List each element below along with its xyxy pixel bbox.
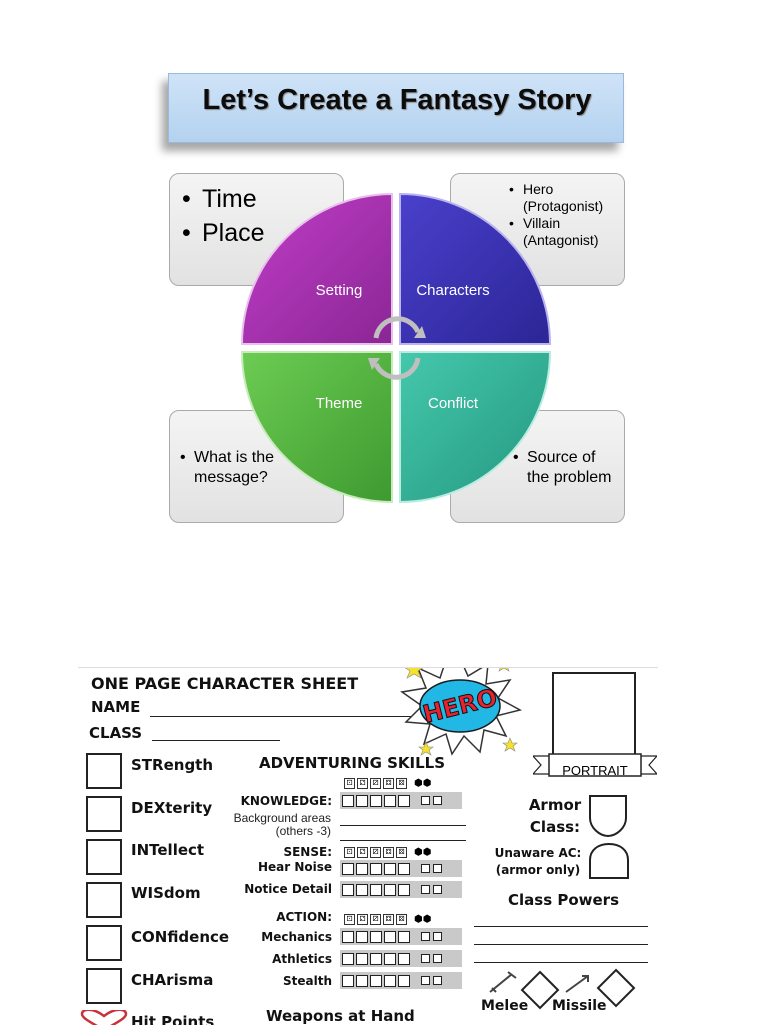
- melee-label: Melee: [481, 998, 529, 1014]
- stat-label-int: INTellect: [131, 841, 205, 859]
- armor-class-label: Armor Class:: [528, 796, 582, 836]
- class-power-field-3[interactable]: [474, 962, 648, 963]
- stealth-boxes[interactable]: [340, 972, 462, 989]
- story-circle: Setting Characters Theme Conflict: [240, 192, 552, 504]
- class-powers-title: Class Powers: [508, 891, 620, 909]
- setting-item: Place: [182, 216, 265, 250]
- portrait-ribbon: [533, 753, 657, 777]
- stat-label-con: CONfidence: [131, 928, 230, 946]
- stat-label-str: STRength: [131, 756, 214, 774]
- diagram-title: Let’s Create a Fantasy Story: [202, 84, 592, 116]
- class-power-field-2[interactable]: [474, 944, 648, 945]
- conflict-item: Source of the problem: [513, 448, 613, 488]
- setting-item: Time: [182, 182, 265, 216]
- characters-item: Villain (Antagonist): [509, 215, 617, 249]
- knowledge-label: KNOWLEDGE:: [240, 794, 332, 808]
- knowledge-sub: Background areas (others -3): [233, 811, 331, 838]
- hear-noise-boxes[interactable]: [340, 860, 462, 877]
- class-label: CLASS: [89, 724, 143, 742]
- characters-list: Hero (Protagonist) Villain (Antagonist): [509, 181, 617, 249]
- setting-label: Setting: [316, 282, 363, 299]
- portrait-frame[interactable]: [552, 672, 636, 762]
- athletics-boxes[interactable]: [340, 950, 462, 967]
- class-field[interactable]: [152, 740, 280, 741]
- stat-box-wis[interactable]: [86, 882, 122, 918]
- dice-row: ⚀⚁⚂⚃⚄ ⬢⬢: [344, 846, 431, 858]
- missile-label: Missile: [552, 998, 607, 1014]
- stat-label-wis: WISdom: [131, 884, 201, 902]
- skills-title: ADVENTURING SKILLS: [259, 754, 446, 772]
- stat-label-dex: DEXterity: [131, 799, 213, 817]
- sense-item: Notice Detail: [244, 882, 332, 896]
- portrait-label: PORTRAIT: [562, 763, 628, 778]
- stat-label-cha: CHArisma: [131, 971, 214, 989]
- knowledge-boxes[interactable]: [340, 792, 462, 809]
- sheet-title: ONE PAGE CHARACTER SHEET: [91, 674, 359, 693]
- hero-badge-icon: HERO: [400, 668, 523, 756]
- characters-label: Characters: [416, 282, 489, 299]
- mechanics-boxes[interactable]: [340, 928, 462, 945]
- dice-row: ⚀⚁⚂⚃⚄ ⬢⬢: [344, 777, 431, 789]
- conflict-label: Conflict: [428, 395, 479, 412]
- missile-diamond[interactable]: [596, 968, 636, 1008]
- heart-icon: [80, 1010, 128, 1025]
- theme-item: What is the message?: [180, 448, 280, 488]
- weapons-title: Weapons at Hand: [266, 1007, 415, 1025]
- action-item: Athletics: [272, 952, 332, 966]
- arrow-icon: [565, 975, 589, 993]
- melee-diamond[interactable]: [520, 970, 560, 1010]
- characters-quadrant: [399, 192, 552, 345]
- action-item: Stealth: [282, 974, 332, 988]
- theme-list: What is the message?: [180, 448, 280, 488]
- cycle-arrowhead-icon: [414, 326, 426, 338]
- stat-box-int[interactable]: [86, 839, 122, 875]
- setting-list: Time Place: [182, 182, 265, 250]
- stat-box-dex[interactable]: [86, 796, 122, 832]
- conflict-list: Source of the problem: [513, 448, 613, 488]
- background-field-1[interactable]: [340, 825, 466, 826]
- stat-box-con[interactable]: [86, 925, 122, 961]
- cycle-arrowhead-icon: [368, 358, 380, 370]
- hit-points-label: Hit Points: [131, 1013, 215, 1025]
- stat-box-str[interactable]: [86, 753, 122, 789]
- theme-quadrant: [240, 351, 393, 504]
- unaware-shield-icon[interactable]: [588, 842, 630, 880]
- title-banner: Let’s Create a Fantasy Story: [168, 73, 624, 143]
- unaware-ac-label: Unaware AC: (armor only): [494, 846, 582, 877]
- notice-detail-boxes[interactable]: [340, 881, 462, 898]
- setting-quadrant: [240, 192, 393, 345]
- cycle-arrows-icon: [373, 316, 421, 380]
- theme-label: Theme: [316, 395, 363, 412]
- armor-shield-icon[interactable]: [588, 794, 628, 838]
- sense-item: Hear Noise: [257, 860, 332, 874]
- background-field-2[interactable]: [340, 840, 466, 841]
- characters-item: Hero (Protagonist): [509, 181, 617, 215]
- character-sheet: ONE PAGE CHARACTER SHEET NAME CLASS HERO…: [78, 667, 658, 1025]
- name-label: NAME: [91, 698, 141, 716]
- stat-box-cha[interactable]: [86, 968, 122, 1004]
- dice-row: ⚀⚁⚂⚃⚄ ⬢⬢: [344, 913, 431, 925]
- name-field[interactable]: [150, 716, 420, 717]
- sword-icon: [489, 971, 517, 993]
- action-label: ACTION:: [276, 910, 332, 924]
- sense-label: SENSE:: [283, 845, 332, 859]
- class-power-field-1[interactable]: [474, 926, 648, 927]
- conflict-quadrant: [399, 351, 552, 504]
- action-item: Mechanics: [261, 930, 332, 944]
